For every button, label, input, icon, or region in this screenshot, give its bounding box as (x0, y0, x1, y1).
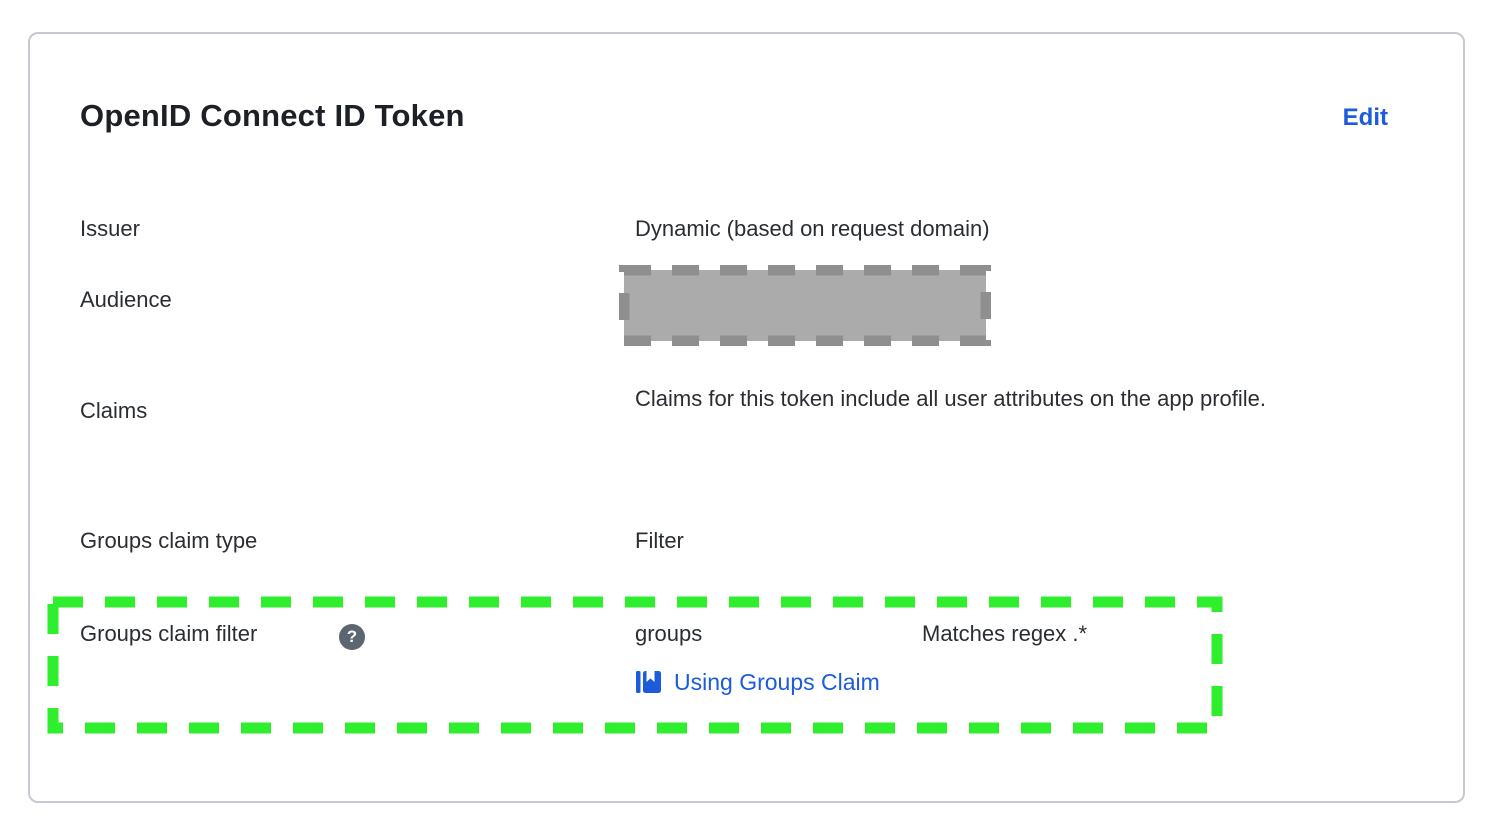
claims-value: Claims for this token include all user a… (635, 386, 1266, 411)
audience-redacted-value (618, 264, 992, 347)
openid-token-panel: OpenID Connect ID Token Edit Issuer Dyna… (28, 32, 1465, 803)
book-icon (635, 668, 662, 696)
groups-claim-type-value: Filter (635, 528, 684, 553)
groups-claim-filter-label: Groups claim filter (80, 621, 258, 646)
using-groups-claim-link[interactable]: Using Groups Claim (635, 668, 880, 696)
audience-label: Audience (80, 287, 172, 312)
doc-link-label: Using Groups Claim (674, 668, 880, 695)
groups-claim-type-label: Groups claim type (80, 528, 258, 553)
panel-title: OpenID Connect ID Token (80, 98, 465, 133)
issuer-value: Dynamic (based on request domain) (635, 216, 990, 241)
claims-label: Claims (80, 398, 148, 423)
groups-claim-filter-name: groups (635, 621, 703, 646)
edit-button[interactable]: Edit (1342, 104, 1388, 131)
question-mark-icon[interactable]: ? (339, 624, 365, 650)
issuer-label: Issuer (80, 216, 140, 241)
redaction-rectangle (618, 264, 992, 347)
groups-claim-filter-condition: Matches regex .* (922, 621, 1088, 646)
